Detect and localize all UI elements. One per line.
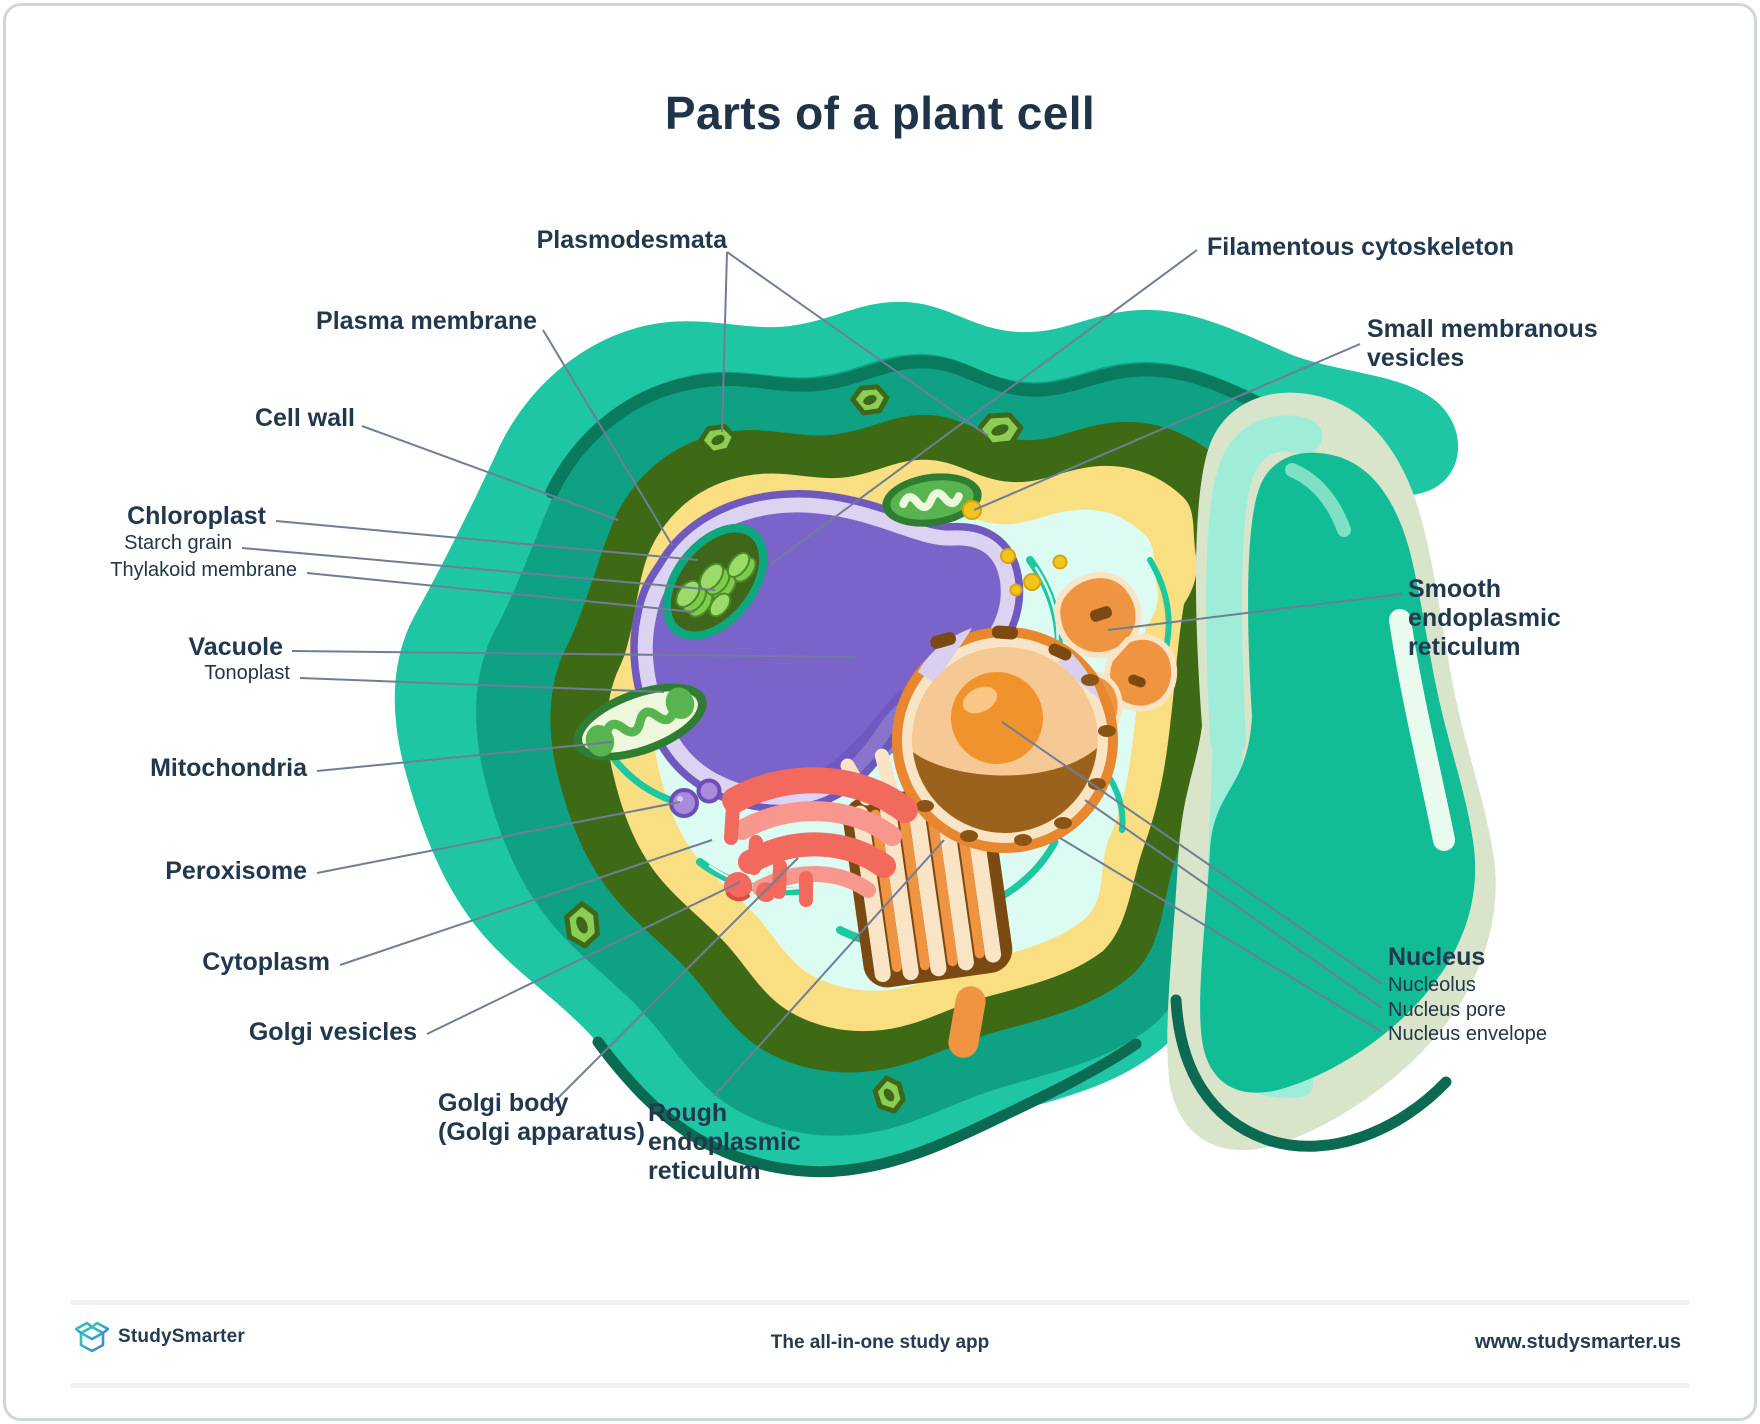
mitochondria-left: [573, 683, 707, 761]
leader-nucleolus: [1001, 721, 1383, 985]
label-rough-er-line3: reticulum: [648, 1157, 761, 1185]
label-small-membranous-vesicles-line2: vesicles: [1367, 344, 1465, 372]
page-title: Parts of a plant cell: [664, 87, 1096, 139]
leader-vacuole: [291, 650, 856, 658]
label-rough-er-line2: endoplasmic: [648, 1128, 801, 1156]
plasmodesmata: [564, 384, 1024, 1114]
label-mitochondria: Mitochondria: [150, 754, 307, 782]
label-thylakoid-membrane: Thylakoid membrane: [110, 559, 297, 581]
label-rough-er-line1: Rough: [648, 1099, 728, 1127]
leader-tonoplast: [299, 677, 665, 693]
label-smooth-er-line3: reticulum: [1408, 633, 1521, 661]
cell-bottom-edge: [592, 1036, 1142, 1178]
label-cytoplasm: Cytoplasm: [202, 948, 330, 976]
label-small-membranous-vesicles: Small membranous vesicles: [1367, 315, 1598, 373]
leader-golgi-body: [551, 857, 799, 1105]
leader-nucleus-pore: [1084, 799, 1383, 1009]
label-smooth-er-line2: endoplasmic: [1408, 604, 1561, 632]
leader-filamentous-cytoskeleton: [769, 249, 1198, 566]
label-golgi-body-line2: (Golgi apparatus): [438, 1118, 645, 1146]
leader-chloroplast: [275, 520, 699, 561]
leader-mitochondria: [316, 741, 613, 772]
leader-cytoplasm: [339, 839, 713, 966]
label-nucleus: Nucleus: [1388, 943, 1486, 971]
leader-lines: [241, 249, 1403, 1105]
label-nucleus-pore: Nucleus pore: [1388, 999, 1506, 1021]
label-cell-wall: Cell wall: [254, 404, 355, 432]
label-golgi-body: Golgi body (Golgi apparatus): [438, 1089, 645, 1147]
label-filamentous-cytoskeleton: Filamentous cytoskeleton: [1207, 233, 1515, 261]
footer-bottom-rule: [70, 1383, 1690, 1388]
label-rough-er: Rough endoplasmic reticulum: [648, 1099, 801, 1186]
leader-nucleus-envelope: [1059, 837, 1383, 1033]
label-tonoplast: Tonoplast: [204, 662, 290, 684]
label-golgi-vesicles: Golgi vesicles: [248, 1018, 417, 1046]
label-small-membranous-vesicles-line1: Small membranous: [1367, 315, 1598, 343]
nucleoplasm-shade: [913, 748, 1097, 833]
brand-name: StudySmarter: [118, 1326, 245, 1347]
golgi-vesicles: [724, 872, 776, 902]
mitochondria-top: [882, 473, 982, 527]
leader-plasmodesmata-2: [726, 251, 989, 437]
label-nucleus-envelope: Nucleus envelope: [1388, 1023, 1547, 1045]
leader-plasma-membrane: [542, 329, 673, 546]
footer-tagline: The all-in-one study app: [770, 1332, 990, 1353]
label-starch-grain: Starch grain: [124, 532, 232, 554]
label-smooth-er-line1: Smooth: [1408, 575, 1502, 603]
neighbor-cell-wall: [1167, 392, 1496, 1152]
leader-small-membranous-vesicles: [973, 343, 1361, 511]
label-golgi-body-line1: Golgi body: [438, 1089, 569, 1117]
leader-rough-er: [713, 839, 945, 1097]
label-plasmodesmata: Plasmodesmata: [536, 226, 727, 254]
nucleus: [892, 625, 1118, 853]
brand-logo: StudySmarter: [75, 1318, 245, 1356]
leader-cell-wall: [361, 425, 619, 521]
label-chloroplast: Chloroplast: [127, 502, 266, 530]
label-smooth-er: Smooth endoplasmic reticulum: [1408, 575, 1561, 662]
label-vacuole: Vacuole: [188, 633, 284, 661]
label-nucleolus: Nucleolus: [1388, 974, 1476, 996]
cell-fold-stripe: [545, 355, 1273, 499]
thylakoid-stacks: [675, 551, 757, 618]
nucleus-pores: [916, 674, 1116, 846]
nucleolus: [951, 672, 1043, 764]
studysmarter-logo-icon: [75, 1321, 109, 1353]
leader-starch-grain: [241, 547, 716, 591]
leader-golgi-vesicles: [426, 881, 741, 1035]
label-plasma-membrane: Plasma membrane: [316, 307, 537, 335]
footer-top-rule: [70, 1300, 1690, 1305]
leader-plasmodesmata-1: [721, 251, 728, 433]
footer-website: www.studysmarter.us: [1475, 1331, 1681, 1353]
label-peroxisome: Peroxisome: [165, 857, 307, 885]
leader-smooth-er: [1107, 593, 1403, 631]
leader-peroxisome: [316, 801, 681, 874]
small-membranous-vesicles: [962, 500, 1068, 597]
leader-thylakoid-membrane: [306, 572, 695, 613]
